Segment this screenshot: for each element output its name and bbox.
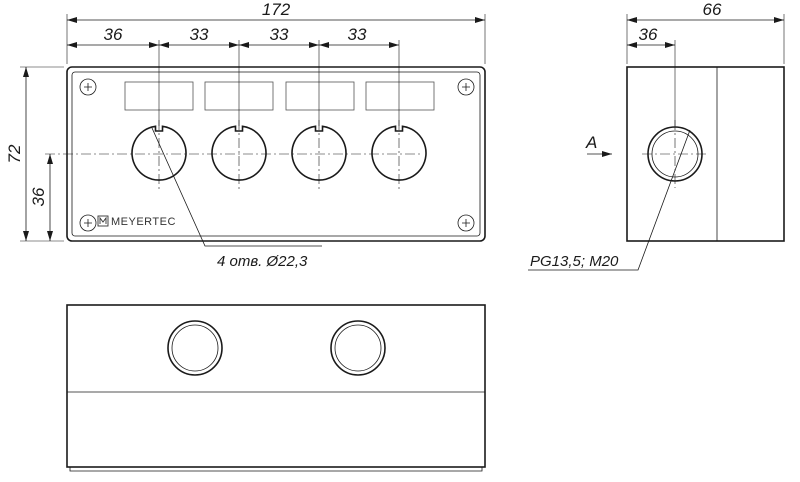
bottom-base-edge: [69, 467, 483, 472]
meyertec-logo-icon: [97, 215, 109, 227]
dimension-overall-width: 172: [262, 0, 291, 19]
dimension-first-spacing: 36: [104, 25, 123, 44]
side-view: A 66 36 PG13,5; M20: [528, 0, 785, 271]
dimension-second-spacing: 33: [190, 25, 209, 44]
button-hole: [211, 125, 267, 181]
bottom-hole: [167, 320, 223, 376]
screw-icon: [79, 214, 97, 232]
extension-line: [158, 40, 400, 126]
gland-note: PG13,5; M20: [530, 253, 619, 270]
screw-icon: [79, 78, 97, 96]
holes-leader-line: [151, 127, 322, 247]
label-window: [285, 81, 355, 111]
bottom-hole-inner: [171, 324, 219, 372]
gland-centerline: [642, 120, 708, 188]
dimension-center-height: 36: [29, 187, 48, 206]
bottom-hole: [330, 320, 386, 376]
button-hole: [371, 125, 427, 181]
gland-leader-line: [528, 129, 691, 271]
holes-note: 4 отв. Ø22,3: [217, 253, 308, 270]
front-view: MEYERTEC: [45, 66, 486, 242]
dimension-side-depth: 66: [703, 0, 722, 19]
button-hole: [131, 125, 187, 181]
bottom-hole-inner: [334, 324, 382, 372]
dimension-overall-height: 72: [5, 144, 24, 163]
brand-name: MEYERTEC: [111, 216, 176, 228]
bottom-outline: [66, 304, 486, 468]
front-dimensions: 172 36 33 33 33 72 36 4 отв. Ø22,3: [5, 0, 486, 270]
view-label: A: [585, 133, 597, 152]
dimension-side-center: 36: [639, 25, 658, 44]
screw-icon: [457, 214, 475, 232]
dimension-third-spacing: 33: [270, 25, 289, 44]
extension-line: [20, 66, 64, 242]
screw-icon: [457, 78, 475, 96]
side-outline: [626, 66, 785, 242]
button-hole: [291, 125, 347, 181]
label-window: [365, 81, 435, 111]
dimension-fourth-spacing: 33: [348, 25, 367, 44]
bottom-view: [66, 304, 486, 472]
